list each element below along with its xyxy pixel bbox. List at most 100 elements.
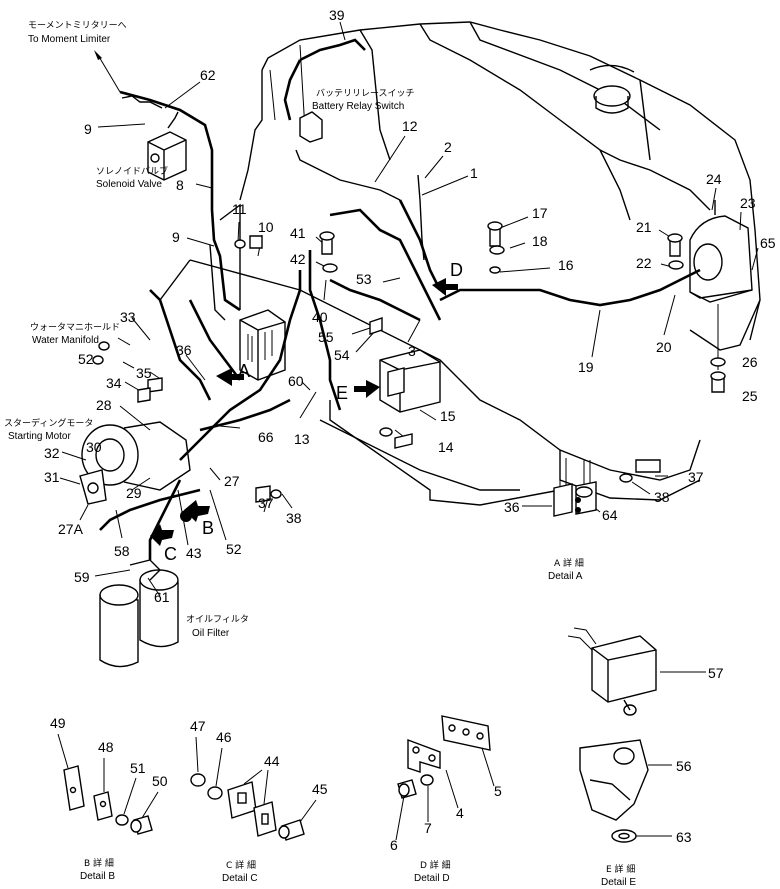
detail-e-label-jp: E 詳 細 <box>606 863 635 875</box>
part-number: 26 <box>742 354 758 370</box>
harness <box>99 38 701 560</box>
part-number: 25 <box>742 388 758 404</box>
part-number: 48 <box>98 739 114 755</box>
part-number: 27 <box>224 473 240 489</box>
part-number: 32 <box>44 445 60 461</box>
detail-d-drawing <box>397 715 491 799</box>
part-number: 13 <box>294 431 310 447</box>
detail-a-drawing <box>553 458 597 517</box>
part-number: 27A <box>58 521 84 537</box>
part-number: 8 <box>176 177 184 193</box>
part-number: 46 <box>216 729 232 745</box>
starting-motor <box>79 421 191 505</box>
part-number: 22 <box>636 255 652 271</box>
part-number: 38 <box>286 510 302 526</box>
part-number: 19 <box>578 359 594 375</box>
part-number: 64 <box>602 507 618 523</box>
oil-filter-label-en: Oil Filter <box>192 628 230 639</box>
solenoid-valve <box>121 95 187 181</box>
part-number: 17 <box>532 205 548 221</box>
part-number: 58 <box>114 543 130 559</box>
part-number: 53 <box>356 271 372 287</box>
detail-leaders <box>57 733 495 841</box>
part-number: 1 <box>470 165 478 181</box>
part-number: 42 <box>290 251 306 267</box>
part-number: 45 <box>312 781 328 797</box>
detail-c-drawing <box>190 773 305 841</box>
part-number: 63 <box>676 829 692 845</box>
part-number: 29 <box>126 485 142 501</box>
detail-b-drawing <box>63 765 153 835</box>
part-number: 10 <box>258 219 274 235</box>
part-number: 9 <box>172 229 180 245</box>
part-number: 7 <box>424 820 432 836</box>
view-letter-d: D <box>450 260 463 280</box>
part-number: 60 <box>288 373 304 389</box>
part-number: 57 <box>708 665 724 681</box>
part-number: 24 <box>706 171 722 187</box>
part-number: 47 <box>190 718 206 734</box>
battery-relay-label-en: Battery Relay Switch <box>312 101 404 112</box>
engine-cover <box>239 21 761 341</box>
battery-relay-switch <box>295 111 401 201</box>
view-letter-e: E <box>336 383 348 403</box>
water-manifold-label-jp: ウォータマニホールド <box>30 322 120 333</box>
part-number: 50 <box>152 773 168 789</box>
detail-c-label-jp: C 詳 細 <box>226 859 256 871</box>
battery-relay-label-jp: バッテリリレースイッチ <box>316 88 415 99</box>
part-number: 52 <box>226 541 242 557</box>
part-number: 31 <box>44 469 60 485</box>
detail-a-label-jp: A 詳 細 <box>554 557 584 569</box>
solenoid-valve-label-jp: ソレノイドバルブ <box>96 165 168 177</box>
part-number: 39 <box>329 7 345 23</box>
part-number: 35 <box>136 365 152 381</box>
part-number: 30 <box>86 439 102 455</box>
part-number: 21 <box>636 219 652 235</box>
part-number: 15 <box>440 408 456 424</box>
part-number: 16 <box>558 257 574 273</box>
relay-box <box>239 309 441 413</box>
starting-motor-label-en: Starting Motor <box>8 431 71 442</box>
right-housing <box>689 200 753 303</box>
detail-a-label-en: Detail A <box>548 571 583 582</box>
moment-limiter-arrow-icon <box>94 50 102 60</box>
detail-d-label-jp: D 詳 細 <box>420 859 451 871</box>
part-number: 40 <box>312 309 328 325</box>
part-number: 59 <box>74 569 90 585</box>
part-number: 38 <box>654 489 670 505</box>
detail-d-label-en: Detail D <box>414 873 450 884</box>
part-number: 28 <box>96 397 112 413</box>
part-number: 37 <box>688 469 704 485</box>
part-number: 44 <box>264 753 280 769</box>
detail-c-label-en: Detail C <box>222 873 258 884</box>
view-letter-b: B <box>202 518 214 538</box>
part-number: 18 <box>532 233 548 249</box>
part-number: 61 <box>154 589 170 605</box>
part-number: 54 <box>334 347 350 363</box>
part-callouts: 39 62 9 8 12 2 1 11 10 9 41 42 17 18 16 … <box>44 7 776 853</box>
detail-e-drawing <box>567 627 657 843</box>
part-number: 66 <box>258 429 274 445</box>
part-number: 33 <box>120 309 136 325</box>
part-number: 2 <box>444 139 452 155</box>
part-number: 20 <box>656 339 672 355</box>
moment-limiter-label-jp: モーメントミリタリーへ <box>28 20 127 31</box>
part-number: 56 <box>676 758 692 774</box>
part-number: 12 <box>402 118 418 134</box>
part-number: 9 <box>84 121 92 137</box>
part-number: 55 <box>318 329 334 345</box>
part-number: 36 <box>504 499 520 515</box>
view-arrows <box>150 278 458 546</box>
starting-motor-label-jp: スターディングモータ <box>4 417 93 429</box>
part-number: 43 <box>186 545 202 561</box>
part-number: 41 <box>290 225 306 241</box>
fasteners <box>92 221 726 522</box>
part-number: 51 <box>130 760 146 776</box>
detail-b-label-en: Detail B <box>80 871 115 882</box>
part-number: 4 <box>456 805 464 821</box>
part-number: 37 <box>258 495 274 511</box>
part-number: 5 <box>494 783 502 799</box>
part-number: 3 <box>408 343 416 359</box>
part-number: 11 <box>232 201 247 217</box>
solenoid-valve-label-en: Solenoid Valve <box>96 179 162 190</box>
